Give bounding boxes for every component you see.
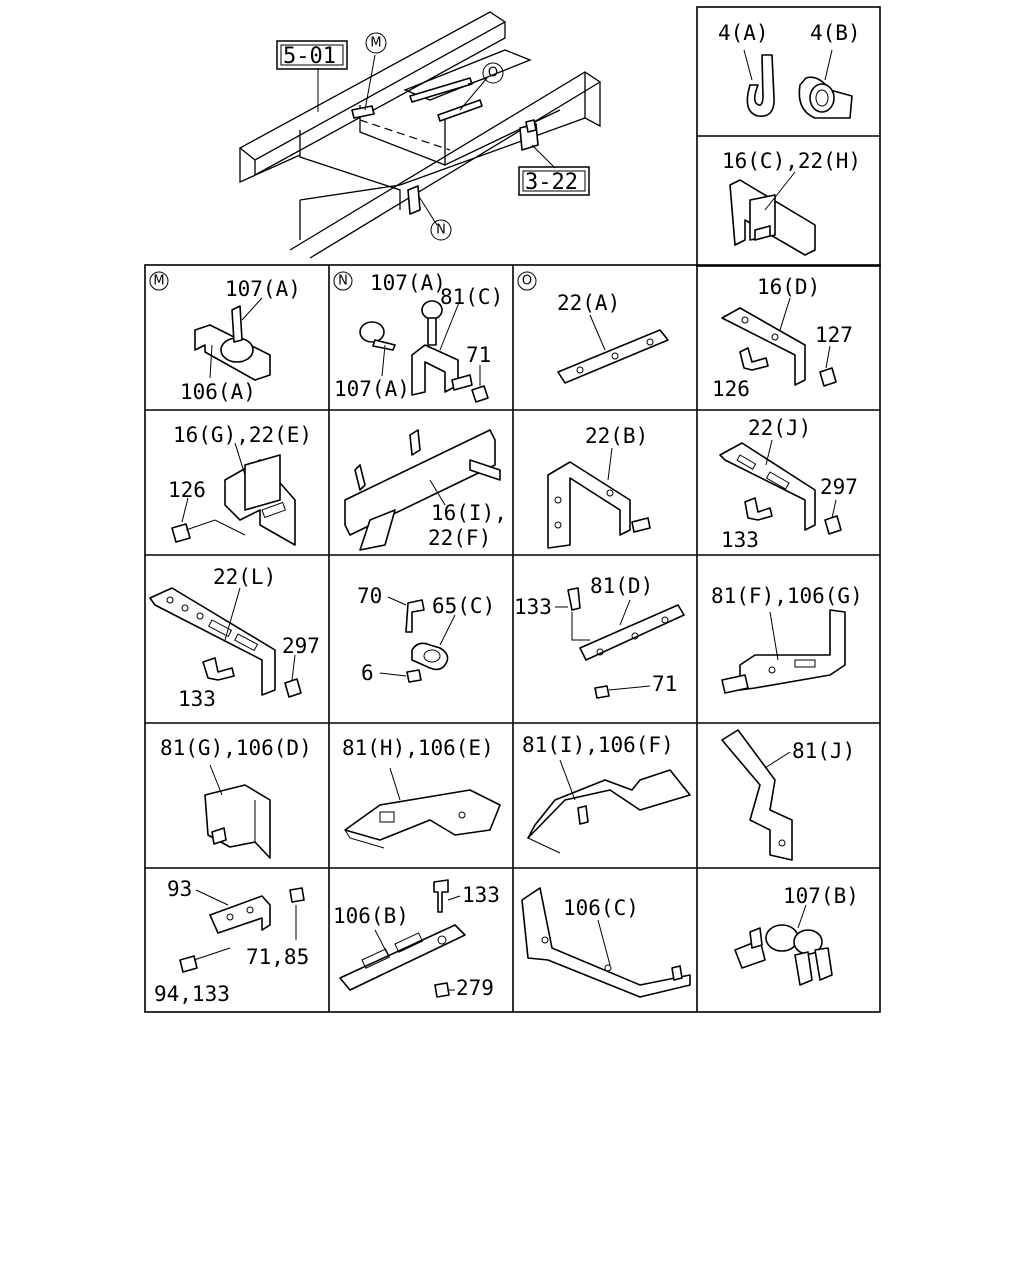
label-81f-106g: 81(F),106(G): [711, 584, 863, 608]
label-16i: 16(I),: [431, 501, 507, 525]
label-93: 93: [167, 877, 192, 901]
label-126-g: 126: [168, 478, 206, 502]
label-81h-106e: 81(H),106(E): [342, 736, 494, 760]
label-133-b: 133: [462, 883, 500, 907]
label-71-85: 71,85: [246, 945, 309, 969]
label-70: 70: [357, 584, 382, 608]
cell-16g: 16(G),22(E) 126: [168, 423, 312, 546]
cell-n: N 107(A) 81(C) 71 107(A): [333, 271, 503, 403]
label-71-d: 71: [652, 672, 677, 696]
cell-81i: 81(I),106(F): [522, 733, 691, 854]
label-107b: 107(B): [783, 884, 859, 908]
cell-81f: 81(F),106(G): [711, 584, 863, 694]
ref-box-5-01: 5-01: [283, 44, 336, 69]
label-81i-106f: 81(I),106(F): [522, 733, 674, 757]
label-22l: 22(L): [213, 565, 276, 589]
cell-81h: 81(H),106(E): [342, 736, 501, 849]
cell-16d: 16(D) 127 126: [712, 275, 853, 401]
label-81c: 81(C): [440, 285, 503, 309]
cell-65c: 70 65(C) 6: [357, 584, 495, 685]
label-133-j: 133: [721, 528, 759, 552]
label-126-d: 126: [712, 377, 750, 401]
parts-grid: [144, 6, 881, 1013]
cell-4a-4b: 4(A) 4(B): [718, 21, 861, 119]
label-6: 6: [361, 661, 374, 685]
cell-16i: 16(I), 22(F): [344, 429, 507, 551]
label-16d: 16(D): [757, 275, 820, 299]
label-127: 127: [815, 323, 853, 347]
marker-n: N: [338, 274, 348, 289]
label-279: 279: [456, 976, 494, 1000]
label-297-j: 297: [820, 475, 858, 499]
cell-107b: 107(B): [734, 884, 859, 986]
label-16g-22e: 16(G),22(E): [173, 423, 312, 447]
label-107a-n-bottom: 107(A): [334, 377, 410, 401]
label-4b: 4(B): [810, 21, 861, 45]
label-106a: 106(A): [180, 380, 256, 404]
label-22a: 22(A): [557, 291, 620, 315]
label-107a-m: 107(A): [225, 277, 301, 301]
label-81d: 81(D): [590, 574, 653, 598]
label-81g-106d: 81(G),106(D): [160, 736, 312, 760]
cell-16c-22h: 16(C),22(H): [722, 149, 861, 256]
cell-81g: 81(G),106(D): [160, 736, 312, 859]
label-133-l: 133: [178, 687, 216, 711]
marker-o-overview: O: [488, 66, 498, 81]
label-106c: 106(C): [563, 896, 639, 920]
cell-106b: 133 106(B) 279: [333, 879, 500, 1000]
cell-m: M 107(A) 106(A): [149, 271, 301, 404]
cell-22l: 22(L) 297 133: [149, 565, 320, 711]
label-133-d: 133: [514, 595, 552, 619]
marker-o: O: [522, 274, 532, 289]
label-81j: 81(J): [792, 739, 855, 763]
ref-box-3-22: 3-22: [525, 170, 578, 195]
label-22j: 22(J): [748, 416, 811, 440]
marker-m-overview: M: [370, 36, 381, 51]
cell-93: 93 71,85 94,133: [154, 877, 309, 1006]
cell-o: O 22(A): [517, 271, 669, 384]
label-297-l: 297: [282, 634, 320, 658]
label-94-133: 94,133: [154, 982, 230, 1006]
cell-81j: 81(J): [721, 729, 855, 861]
label-4a: 4(A): [718, 21, 769, 45]
marker-n-overview: N: [436, 223, 446, 238]
cell-22j: 22(J) 297 133: [719, 416, 858, 552]
cell-81d: 133 81(D) 71: [514, 574, 685, 699]
label-22b: 22(B): [585, 424, 648, 448]
label-107a-n-top: 107(A): [370, 271, 446, 295]
cell-22b: 22(B): [547, 424, 651, 549]
label-16c-22h: 16(C),22(H): [722, 149, 861, 173]
label-106b: 106(B): [333, 904, 409, 928]
label-65c: 65(C): [432, 594, 495, 618]
cell-106c: 106(C): [521, 887, 691, 998]
label-71-n: 71: [466, 343, 491, 367]
label-22f: 22(F): [428, 526, 491, 550]
marker-m: M: [153, 274, 164, 289]
frame-overview: 5-01 3-22 M O N: [238, 11, 602, 259]
